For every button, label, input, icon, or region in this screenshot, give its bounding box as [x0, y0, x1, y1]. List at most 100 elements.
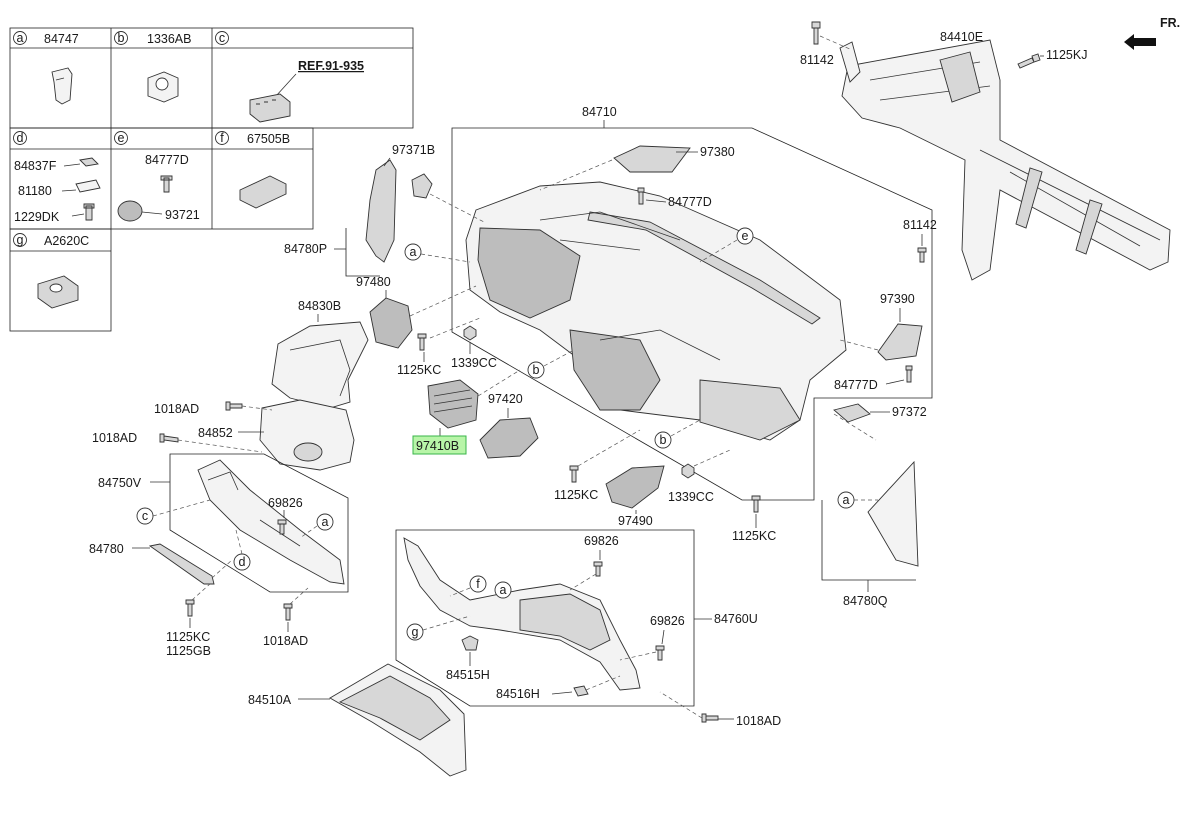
label-1125KC-a[interactable]: 1125KC [397, 363, 441, 377]
marker-c1[interactable]: c [142, 509, 148, 523]
marker-b1[interactable]: b [533, 363, 540, 377]
legend-letter-b-circle [114, 31, 128, 45]
legend-part-f: 67505B [247, 132, 290, 146]
label-1125KC-d[interactable]: 1125KC [166, 630, 210, 644]
label-97410B[interactable]: 97410B [416, 439, 459, 453]
highlight-97410B-box [412, 435, 467, 455]
bolt-1125KC-d-icon [185, 599, 195, 617]
label-84777D-top[interactable]: 84777D [668, 195, 712, 209]
screw-84777D-icon [160, 175, 173, 193]
label-1339CC-a[interactable]: 1339CC [451, 356, 497, 370]
screw-84777D-bot-icon [905, 365, 913, 383]
legend-grid: a 84747 b 1336AB c REF.91-935 d 84837F 8… [9, 27, 414, 332]
label-84852[interactable]: 84852 [198, 426, 233, 440]
part-84510A-group: 84510A [248, 663, 467, 777]
label-84780[interactable]: 84780 [89, 542, 124, 556]
legend-part-81180: 81180 [18, 184, 52, 198]
label-97380[interactable]: 97380 [700, 145, 735, 159]
screw-1018AD-b-icon [159, 433, 179, 443]
marker-a3-circle [316, 513, 334, 531]
legend-letter-g: g [17, 233, 24, 247]
switch-93721-icon [117, 200, 143, 222]
bolt-81142-top-icon [811, 21, 821, 45]
part-97480-group: 97480 [356, 275, 477, 349]
label-81142-mid[interactable]: 81142 [903, 218, 937, 232]
label-69826-b[interactable]: 69826 [584, 534, 619, 548]
marker-f1[interactable]: f [476, 577, 480, 591]
label-81142-top[interactable]: 81142 [800, 53, 834, 67]
crash-pad-glovebox-opening [699, 379, 801, 441]
legend-letter-e: e [118, 131, 125, 145]
legend-letter-g-circle [13, 233, 27, 247]
label-84515H[interactable]: 84515H [446, 668, 490, 682]
label-1339CC-b[interactable]: 1339CC [668, 490, 714, 504]
label-97480[interactable]: 97480 [356, 275, 391, 289]
part-84852-group: 84852 1018AD 1018AD [92, 399, 355, 471]
label-1125KJ[interactable]: 1125KJ [1046, 48, 1087, 62]
lower-panel-84750V-icon [197, 459, 345, 585]
bracket-84837F-icon [79, 157, 99, 167]
front-arrow-icon [1124, 34, 1156, 50]
legend-cell-a: a 84747 [13, 31, 79, 105]
label-1125GB[interactable]: 1125GB [166, 644, 211, 658]
legend-cell-d: d 84837F 81180 1229DK [13, 131, 101, 224]
legend-ref-c[interactable]: REF.91-935 [298, 59, 364, 73]
label-69826-c[interactable]: 69826 [650, 614, 685, 628]
legend-letter-f-circle [215, 131, 229, 145]
label-1018AD-c[interactable]: 1018AD [263, 634, 308, 648]
bolt-1125KC-a-icon [417, 333, 427, 351]
label-1018AD-a[interactable]: 1018AD [154, 402, 199, 416]
marker-a2[interactable]: a [843, 493, 850, 507]
label-84780P[interactable]: 84780P [284, 242, 327, 256]
screw-1018AD-a-icon [225, 401, 243, 411]
label-97420[interactable]: 97420 [488, 392, 523, 406]
marker-e1[interactable]: e [742, 229, 749, 243]
screw-1018AD-c-icon [283, 603, 293, 621]
legend-letter-d-circle [13, 131, 27, 145]
vent-97371B-icon [411, 173, 433, 199]
label-97372[interactable]: 97372 [892, 405, 927, 419]
part-84780Q-group: a 84780Q [821, 460, 919, 608]
label-97490[interactable]: 97490 [618, 514, 653, 528]
vent-97420-icon [479, 417, 539, 459]
label-1125KC-c[interactable]: 1125KC [732, 529, 776, 543]
label-84510A[interactable]: 84510A [248, 693, 292, 707]
part-84750V-group: 84750V 69826 c a d [98, 453, 349, 593]
bracket-81180-icon [75, 179, 101, 193]
legend-letter-a-circle [13, 31, 27, 45]
label-97371B[interactable]: 97371B [392, 143, 435, 157]
label-69826-a[interactable]: 69826 [268, 496, 303, 510]
label-1018AD-d[interactable]: 1018AD [736, 714, 781, 728]
marker-a4-circle [494, 581, 512, 599]
label-97390[interactable]: 97390 [880, 292, 915, 306]
connector-icon [249, 93, 291, 123]
legend-cell-f: f 67505B [215, 131, 290, 209]
marker-g1[interactable]: g [412, 625, 419, 639]
legend-cell-g: g A2620C [13, 233, 89, 309]
label-1018AD-b[interactable]: 1018AD [92, 431, 137, 445]
label-84516H[interactable]: 84516H [496, 687, 540, 701]
marker-a3[interactable]: a [322, 515, 329, 529]
marker-a4[interactable]: a [500, 583, 507, 597]
marker-a1[interactable]: a [410, 245, 417, 259]
marker-e1-circle [736, 227, 754, 245]
label-84760U[interactable]: 84760U [714, 612, 758, 626]
part-97380-group: 97380 84777D [539, 145, 735, 209]
label-84750V[interactable]: 84750V [98, 476, 142, 490]
crash-pad-center-opening [569, 329, 661, 411]
legend-letter-f: f [220, 131, 224, 145]
marker-b2[interactable]: b [660, 433, 667, 447]
label-84710[interactable]: 84710 [582, 105, 617, 119]
label-1125KC-b[interactable]: 1125KC [554, 488, 598, 502]
label-84780Q[interactable]: 84780Q [843, 594, 888, 608]
bolt-1125KC-b-icon [569, 465, 579, 483]
legend-letter-d: d [17, 131, 24, 145]
legend-part-84837F: 84837F [14, 159, 57, 173]
label-84410E[interactable]: 84410E [940, 30, 983, 44]
label-84777D-bot[interactable]: 84777D [834, 378, 878, 392]
legend-part-93721: 93721 [165, 208, 200, 222]
cover-84780-icon [148, 543, 215, 585]
label-84830B[interactable]: 84830B [298, 299, 341, 313]
marker-d1[interactable]: d [239, 555, 246, 569]
duct-97390-icon [877, 323, 923, 361]
